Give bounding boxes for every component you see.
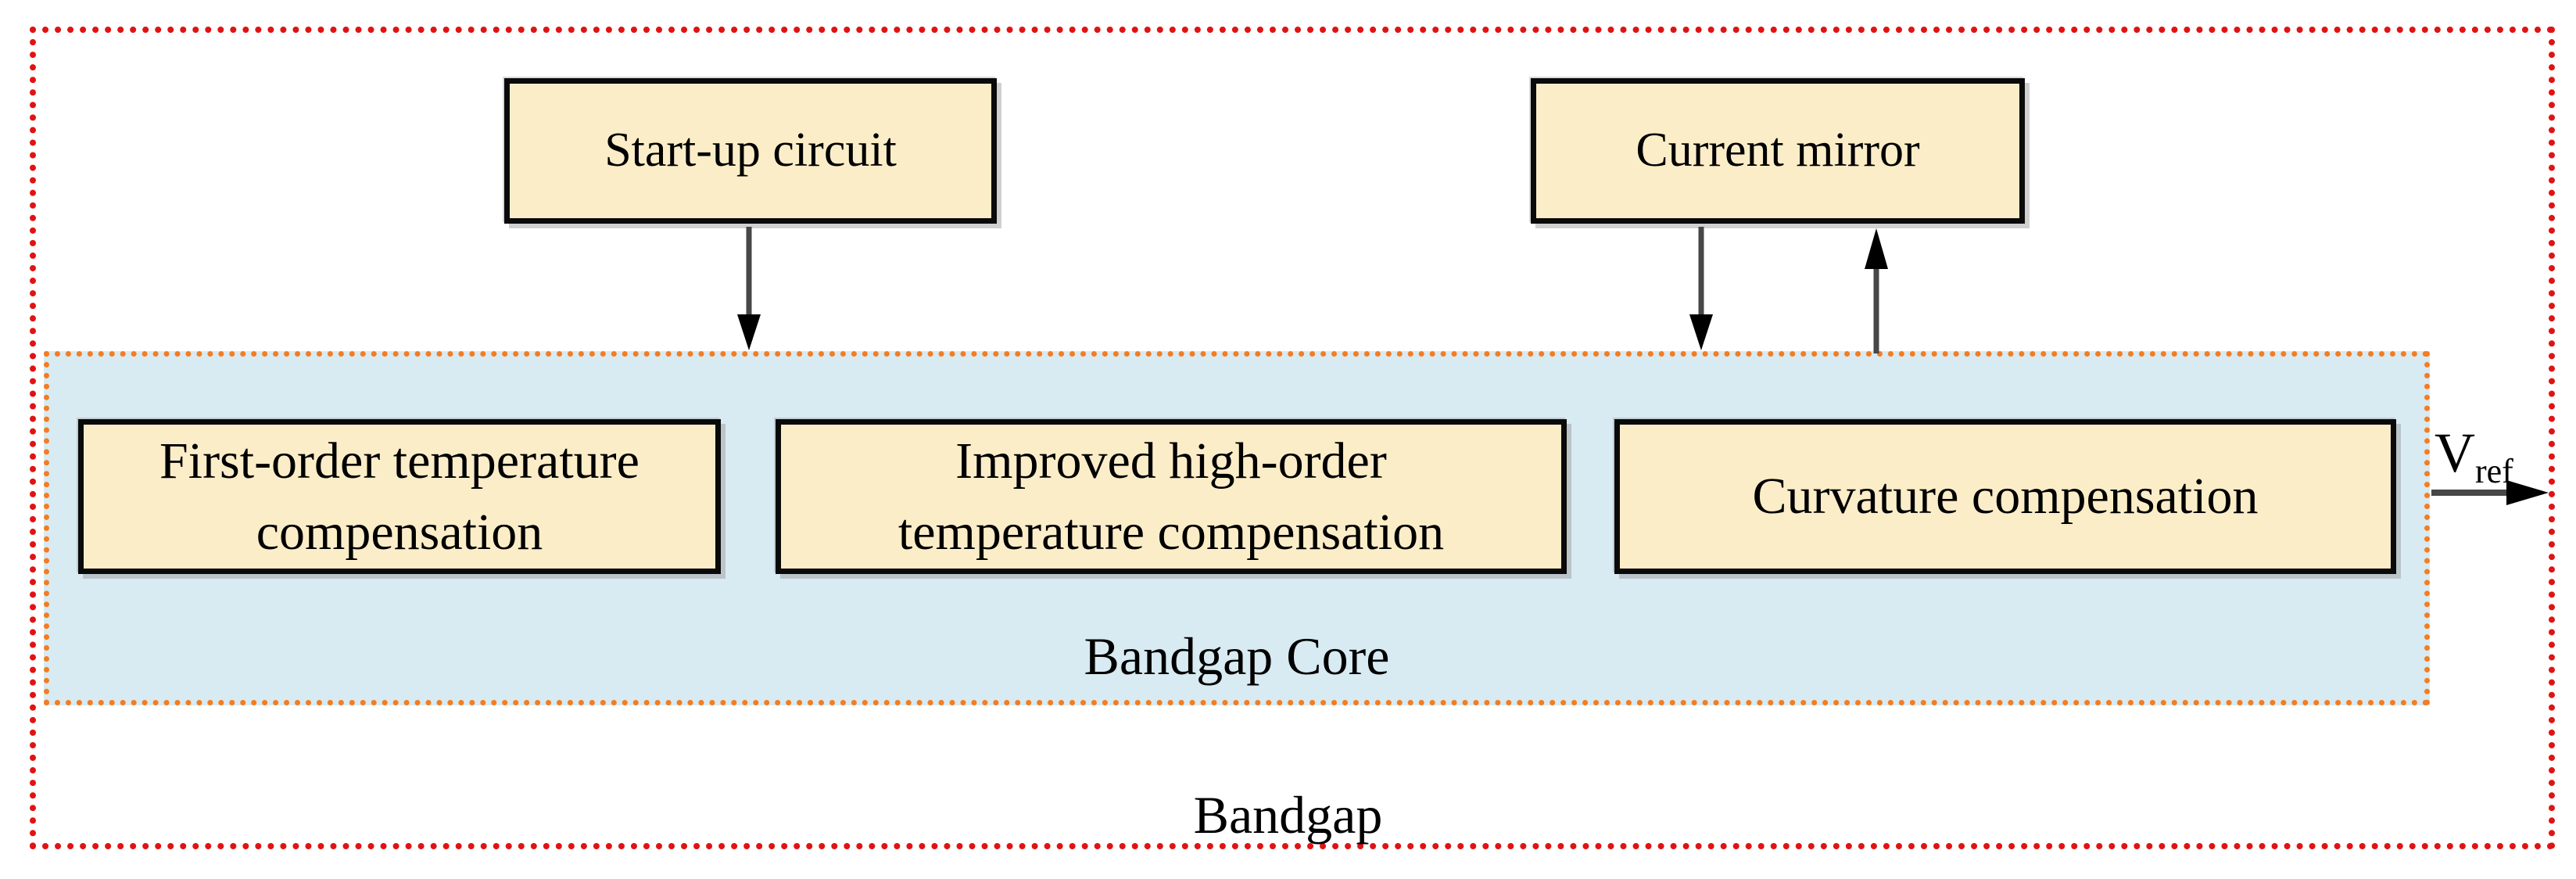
curvature-compensation-label: Curvature compensation [1752,468,2259,526]
vref-output-label: Vref [2434,421,2513,491]
improved-high-order-compensation-block: Improved high-order temperature compensa… [776,419,1567,574]
first-order-compensation-block: First-order temperature compensation [78,419,721,574]
startup-circuit-block: Start-up circuit [504,78,997,224]
vref-base: V [2434,422,2475,484]
bandgap-boundary [30,27,2555,849]
curvature-compensation-block: Curvature compensation [1614,419,2396,574]
bandgap-label: Bandgap [1193,785,1383,845]
bandgap-core-label: Bandgap Core [1084,626,1390,686]
current-mirror-label: Current mirror [1636,124,1920,178]
startup-circuit-label: Start-up circuit [604,124,897,178]
vref-subscript: ref [2475,452,2513,490]
first-order-compensation-label: First-order temperature compensation [159,432,640,561]
current-mirror-block: Current mirror [1531,78,2025,224]
improved-high-order-compensation-label: Improved high-order temperature compensa… [897,432,1445,561]
